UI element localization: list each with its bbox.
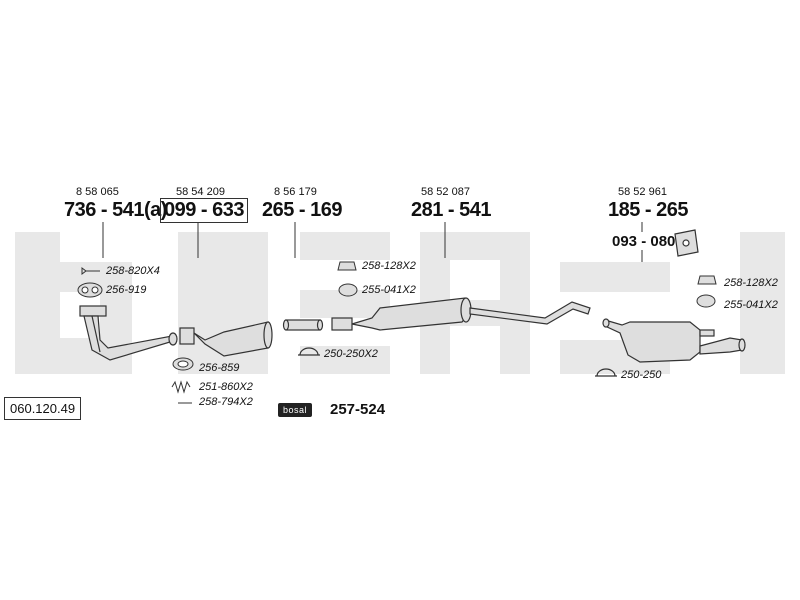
spring-icon — [171, 380, 191, 394]
accessory-label: 255-041X2 — [724, 299, 778, 311]
part-number[interactable]: 281 - 541 — [411, 199, 492, 221]
bolt-icon — [81, 267, 100, 275]
accessory-label: 256-919 — [106, 284, 147, 296]
oem-number: 8 58 065 — [76, 186, 119, 198]
part-number[interactable]: 185 - 265 — [608, 199, 689, 221]
leader-lines — [102, 222, 643, 262]
accessory-label: 250-250X2 — [324, 348, 378, 360]
clamp-icon — [337, 261, 717, 285]
pipe-clamp-icon — [298, 347, 617, 377]
accessory-label: 258-128X2 — [724, 277, 778, 289]
oem-number: 8 56 179 — [274, 186, 317, 198]
catalytic-converter-part — [179, 321, 273, 357]
accessory-label: 258-128X2 — [362, 260, 416, 272]
part-number[interactable]: 265 - 169 — [262, 199, 343, 221]
middle-silencer-part — [331, 297, 591, 331]
accessory-label: 251-860X2 — [199, 381, 253, 393]
accessory-label: 255-041X2 — [362, 284, 416, 296]
gasket-icon — [77, 282, 103, 298]
oem-number: 58 52 961 — [618, 186, 667, 198]
accessory-label: 256-859 — [199, 362, 240, 374]
part-number[interactable]: 093 - 080 — [612, 233, 676, 250]
oem-number: 58 52 087 — [421, 186, 470, 198]
intermediate-pipe-part — [282, 319, 324, 331]
ring-gasket-icon — [172, 357, 194, 371]
accessory-label: 258-820X4 — [106, 265, 160, 277]
kit-part-number[interactable]: 257-524 — [330, 401, 386, 418]
accessory-label: 250-250 — [621, 369, 662, 381]
bosal-kit-badge: bosal — [278, 403, 313, 417]
part-number[interactable]: 736 - 541(a) — [64, 199, 167, 221]
catalog-number: 060.120.49 — [4, 397, 82, 420]
accessory-label: 258-794X2 — [199, 396, 253, 408]
rear-silencer-part — [602, 318, 746, 363]
oem-number: 58 54 209 — [176, 186, 225, 198]
bracket-part — [674, 229, 699, 257]
downpipe-part — [79, 305, 178, 361]
rubber-mount-icon — [338, 283, 716, 308]
part-number[interactable]: 099 - 633 — [160, 198, 249, 223]
